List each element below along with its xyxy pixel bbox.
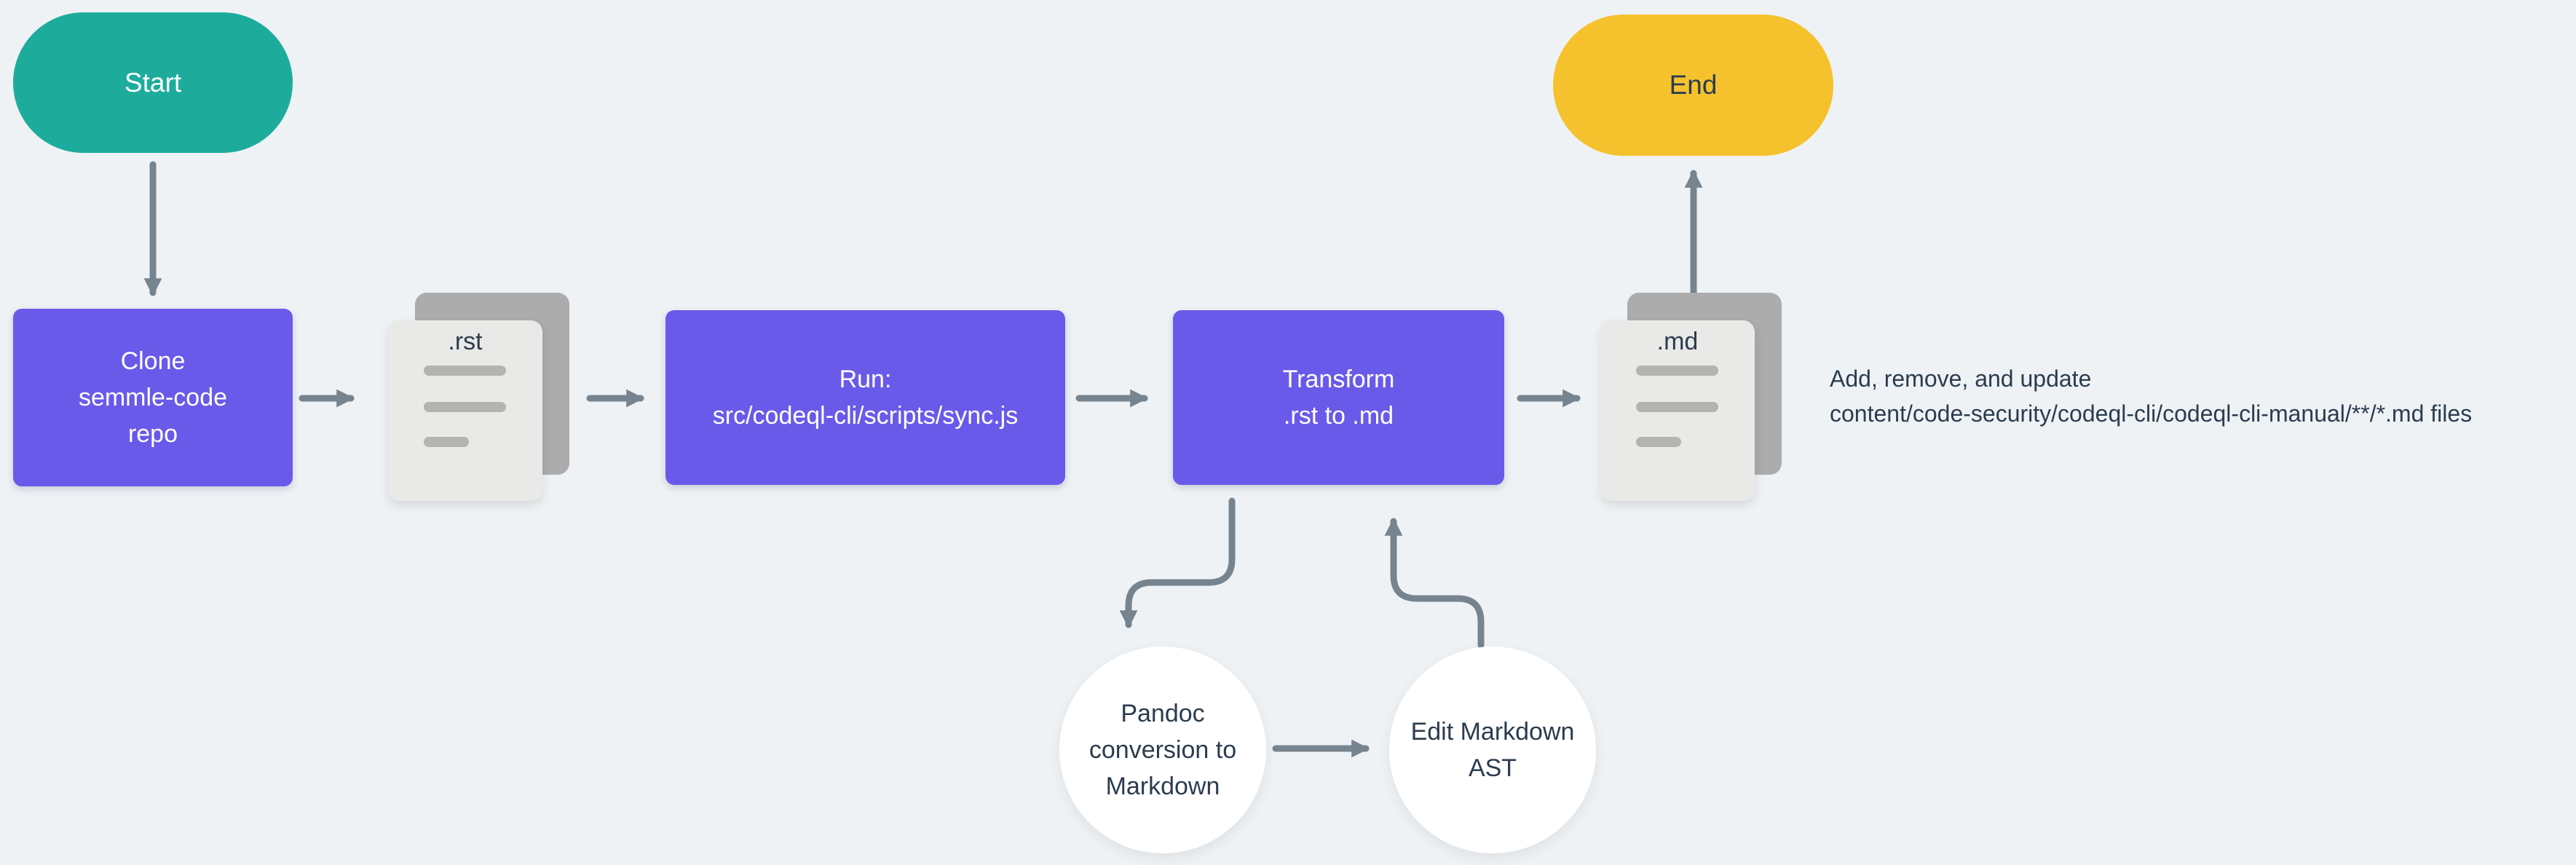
text-line-bar — [1636, 366, 1718, 376]
node-clone-repo-label: Clone semmle-code repo — [78, 347, 228, 448]
rst-file-label: .rst — [448, 328, 483, 355]
node-pandoc-conversion-label: Pandoc conversion to Markdown — [1089, 700, 1237, 800]
text-line-bar — [1636, 402, 1718, 412]
node-clone-repo: Clone semmle-code repo — [13, 309, 293, 486]
md-file-label: .md — [1656, 328, 1699, 355]
rst-files-icon: .rst — [388, 293, 569, 501]
node-pandoc-conversion: Pandoc conversion to Markdown — [1059, 647, 1266, 853]
node-end-label: End — [1669, 70, 1718, 100]
node-transform-rst-to-md-label: Transform .rst to .md — [1282, 366, 1395, 430]
rst-file-front-card: .rst — [388, 320, 542, 501]
text-line-bar — [1636, 437, 1681, 447]
node-run-sync-script-label: Run: src/codeql-cli/scripts/sync.js — [712, 366, 1019, 430]
text-line-bar — [424, 402, 506, 412]
node-start: Start — [13, 12, 293, 153]
text-line-bar — [424, 366, 506, 376]
node-start-label: Start — [124, 67, 182, 98]
node-edit-markdown-ast: Edit Markdown AST — [1389, 647, 1596, 853]
text-line-bar — [424, 437, 469, 447]
node-end: End — [1553, 15, 1833, 156]
md-file-front-card: .md — [1600, 320, 1755, 501]
node-transform-rst-to-md: Transform .rst to .md — [1173, 310, 1504, 485]
output-files-annotation: Add, remove, and update content/code-sec… — [1830, 366, 2473, 427]
edge-editast-transform — [1384, 518, 1485, 649]
node-edit-markdown-ast-label: Edit Markdown AST — [1410, 718, 1575, 782]
md-files-icon: .md — [1600, 293, 1782, 501]
node-run-sync-script: Run: src/codeql-cli/scripts/sync.js — [665, 310, 1065, 485]
edge-transform-pandoc — [1119, 497, 1236, 628]
